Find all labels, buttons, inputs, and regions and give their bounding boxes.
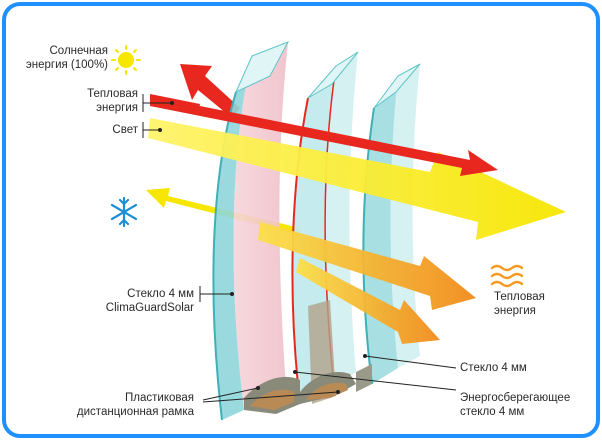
label-heat-in-line2: энергия (40, 101, 138, 115)
label-solar-line1: Солнечная (18, 44, 108, 58)
label-glass-cgs-line1: Стекло 4 мм (60, 287, 194, 301)
label-solar-energy: Солнечная энергия (100%) (18, 44, 108, 72)
label-heat-out-line1: Тепловая (494, 290, 584, 304)
label-heat-in-line1: Тепловая (40, 87, 138, 101)
label-energy-glass-line2: стекло 4 мм (460, 405, 590, 419)
label-spacer-line2: дистанционная рамка (60, 405, 194, 419)
label-light: Свет (40, 123, 138, 137)
label-heat-in: Тепловая энергия (40, 87, 138, 115)
label-spacer-line1: Пластиковая (60, 391, 194, 405)
label-energy-glass: Энергосберегающее стекло 4 мм (460, 391, 590, 419)
label-energy-glass-line1: Энергосберегающее (460, 391, 590, 405)
label-heat-out-line2: энергия (494, 304, 584, 318)
label-glass-cgs: Стекло 4 мм ClimaGuardSolar (60, 287, 194, 315)
label-glass-4mm: Стекло 4 мм (460, 361, 580, 375)
label-heat-out: Тепловая энергия (494, 290, 584, 318)
label-spacer: Пластиковая дистанционная рамка (60, 391, 194, 419)
label-glass-cgs-line2: ClimaGuardSolar (60, 301, 194, 315)
label-solar-line2: энергия (100%) (18, 58, 108, 72)
